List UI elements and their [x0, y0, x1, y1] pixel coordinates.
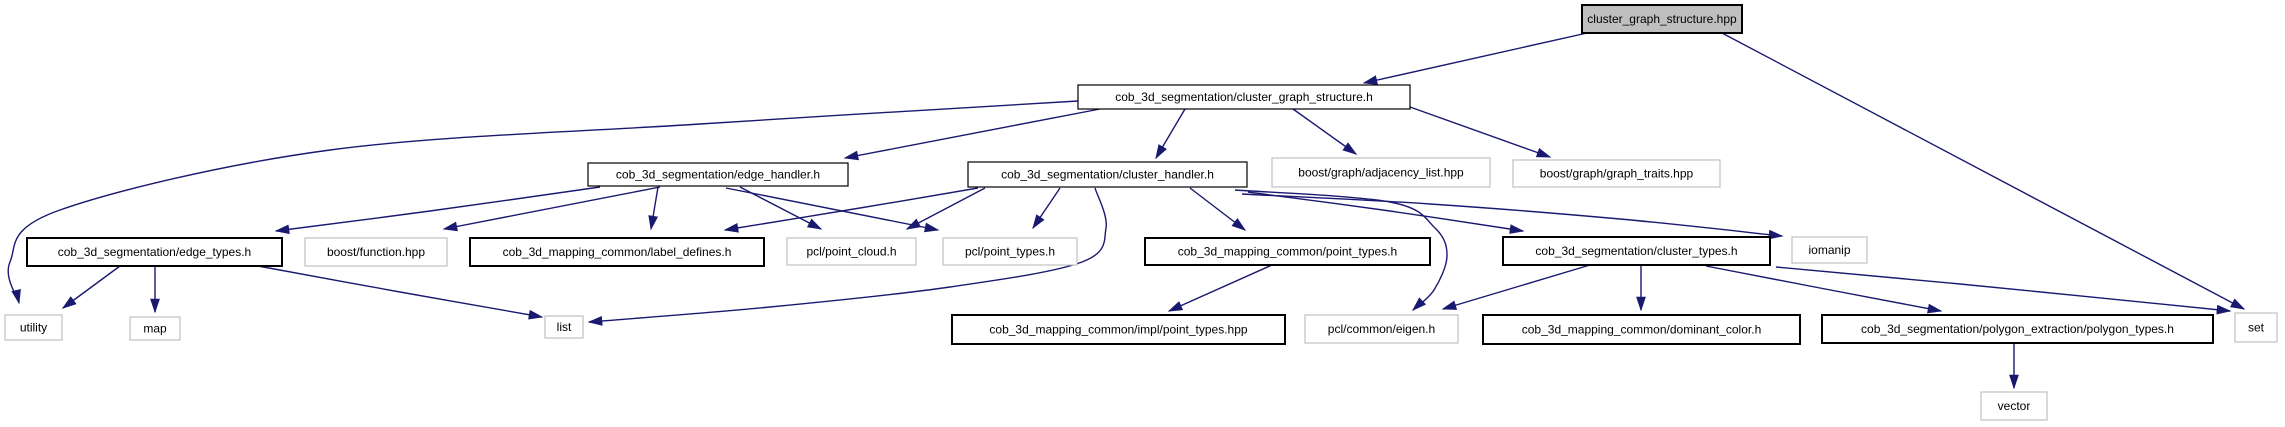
node-dc[interactable]: cob_3d_mapping_common/dominant_color.h: [1482, 314, 1801, 345]
node-adj[interactable]: boost/graph/adjacency_list.hpp: [1271, 157, 1491, 188]
node-label-cgsh: cob_3d_segmentation/cluster_graph_struct…: [1115, 90, 1373, 104]
node-pg[interactable]: cob_3d_segmentation/polygon_extraction/p…: [1821, 314, 2214, 344]
edge-hpp-cgsh: [1362, 30, 1597, 85]
edge-ch-pt: [1032, 187, 1061, 230]
edge-cgsh-eh: [843, 108, 1101, 161]
node-cpt[interactable]: cob_3d_mapping_common/point_types.h: [1144, 237, 1431, 266]
node-label-adj: boost/graph/adjacency_list.hpp: [1298, 166, 1464, 180]
node-ct[interactable]: cob_3d_segmentation/cluster_types.h: [1502, 236, 1771, 266]
edge-cgsh-gt: [1409, 106, 1552, 158]
node-box-gt[interactable]: [1512, 159, 1721, 188]
node-label-eig: pcl/common/eigen.h: [1328, 322, 1435, 336]
node-label-io: iomanip: [1808, 243, 1850, 257]
edge-hpp-st: [1721, 32, 2246, 310]
node-box-ls[interactable]: [544, 315, 584, 339]
edge-cgsh-adj: [1292, 108, 1358, 155]
node-gt[interactable]: boost/graph/graph_traits.hpp: [1512, 159, 1721, 188]
edge-ct-st: [1775, 266, 2232, 315]
node-label-st: set: [2248, 321, 2265, 335]
node-box-et[interactable]: [26, 237, 283, 267]
node-box-eh[interactable]: [587, 162, 849, 187]
edge-eh-et: [274, 186, 601, 235]
node-label-pt: pcl/point_types.h: [965, 245, 1055, 259]
node-label-vec: vector: [1998, 399, 2031, 413]
edge-cpt-impl: [1167, 264, 1273, 312]
node-box-pg[interactable]: [1821, 314, 2214, 344]
node-label-ch: cob_3d_segmentation/cluster_handler.h: [1001, 168, 1214, 182]
node-hpp[interactable]: cluster_graph_structure.hpp: [1581, 4, 1743, 34]
edge-eh-bf: [442, 186, 661, 232]
node-mp[interactable]: map: [129, 316, 181, 341]
node-pc[interactable]: pcl/point_cloud.h: [786, 237, 917, 266]
node-box-st[interactable]: [2234, 312, 2278, 343]
node-cgsh[interactable]: cob_3d_segmentation/cluster_graph_struct…: [1077, 84, 1411, 110]
node-label-gt: boost/graph/graph_traits.hpp: [1540, 167, 1694, 181]
edge-ch-cpt: [1189, 187, 1247, 231]
node-box-bf[interactable]: [304, 237, 448, 267]
node-box-ch[interactable]: [967, 161, 1248, 188]
node-box-io[interactable]: [1791, 236, 1868, 264]
node-box-mp[interactable]: [129, 316, 181, 341]
node-ld[interactable]: cob_3d_mapping_common/label_defines.h: [469, 237, 765, 267]
node-box-hpp[interactable]: [1581, 4, 1743, 34]
node-box-impl[interactable]: [951, 314, 1286, 345]
node-label-et: cob_3d_segmentation/edge_types.h: [58, 245, 251, 259]
node-label-ct: cob_3d_segmentation/cluster_types.h: [1535, 244, 1737, 258]
edge-ch-ls: [587, 187, 1107, 326]
edge-eh-ld: [648, 186, 659, 231]
node-pt[interactable]: pcl/point_types.h: [942, 237, 1078, 266]
node-label-dc: cob_3d_mapping_common/dominant_color.h: [1522, 323, 1762, 337]
node-label-ld: cob_3d_mapping_common/label_defines.h: [503, 245, 732, 259]
node-label-ut: utility: [20, 321, 47, 335]
node-impl[interactable]: cob_3d_mapping_common/impl/point_types.h…: [951, 314, 1286, 345]
node-io[interactable]: iomanip: [1791, 236, 1868, 264]
edge-ch-ct: [1247, 191, 1525, 234]
edge-ct-pg: [1705, 265, 1943, 314]
node-box-ct[interactable]: [1502, 236, 1771, 266]
node-box-adj[interactable]: [1271, 157, 1491, 188]
edge-eh-pt: [725, 187, 940, 233]
node-label-pc: pcl/point_cloud.h: [806, 245, 896, 259]
node-box-vec[interactable]: [1980, 391, 2048, 421]
node-box-dc[interactable]: [1482, 314, 1801, 345]
node-box-cgsh[interactable]: [1077, 84, 1411, 110]
node-ls[interactable]: list: [544, 315, 584, 339]
node-ut[interactable]: utility: [4, 314, 63, 341]
edge-cgsh-ch: [1155, 108, 1186, 160]
node-et[interactable]: cob_3d_segmentation/edge_types.h: [26, 237, 283, 267]
node-box-ut[interactable]: [4, 314, 63, 341]
edge-et-ls: [257, 265, 544, 320]
edge-ct-eig: [1441, 264, 1591, 310]
node-label-hpp: cluster_graph_structure.hpp: [1587, 12, 1737, 26]
node-st[interactable]: set: [2234, 312, 2278, 343]
node-label-eh: cob_3d_segmentation/edge_handler.h: [616, 168, 820, 182]
node-ch[interactable]: cob_3d_segmentation/cluster_handler.h: [967, 161, 1248, 188]
edge-et-ut: [61, 265, 121, 309]
node-box-cpt[interactable]: [1144, 237, 1431, 266]
node-label-impl: cob_3d_mapping_common/impl/point_types.h…: [989, 323, 1247, 337]
node-label-ls: list: [557, 320, 572, 334]
node-label-cpt: cob_3d_mapping_common/point_types.h: [1178, 245, 1397, 259]
node-bf[interactable]: boost/function.hpp: [304, 237, 448, 267]
node-label-pg: cob_3d_segmentation/polygon_extraction/p…: [1861, 322, 2174, 336]
node-box-ld[interactable]: [469, 237, 765, 267]
edge-cgsh-ut: [7, 100, 1079, 305]
edge-ch-pc: [905, 187, 986, 230]
node-vec[interactable]: vector: [1980, 391, 2048, 421]
node-box-pc[interactable]: [786, 237, 917, 266]
node-eig[interactable]: pcl/common/eigen.h: [1304, 314, 1459, 344]
node-eh[interactable]: cob_3d_segmentation/edge_handler.h: [587, 162, 849, 187]
node-box-pt[interactable]: [942, 237, 1078, 266]
node-box-eig[interactable]: [1304, 314, 1459, 344]
edge-ch-io: [1241, 193, 1784, 240]
edge-ch-eig: [1234, 189, 1448, 311]
node-label-mp: map: [143, 322, 167, 336]
edge-ch-ld: [723, 187, 979, 233]
node-label-bf: boost/function.hpp: [327, 245, 425, 259]
